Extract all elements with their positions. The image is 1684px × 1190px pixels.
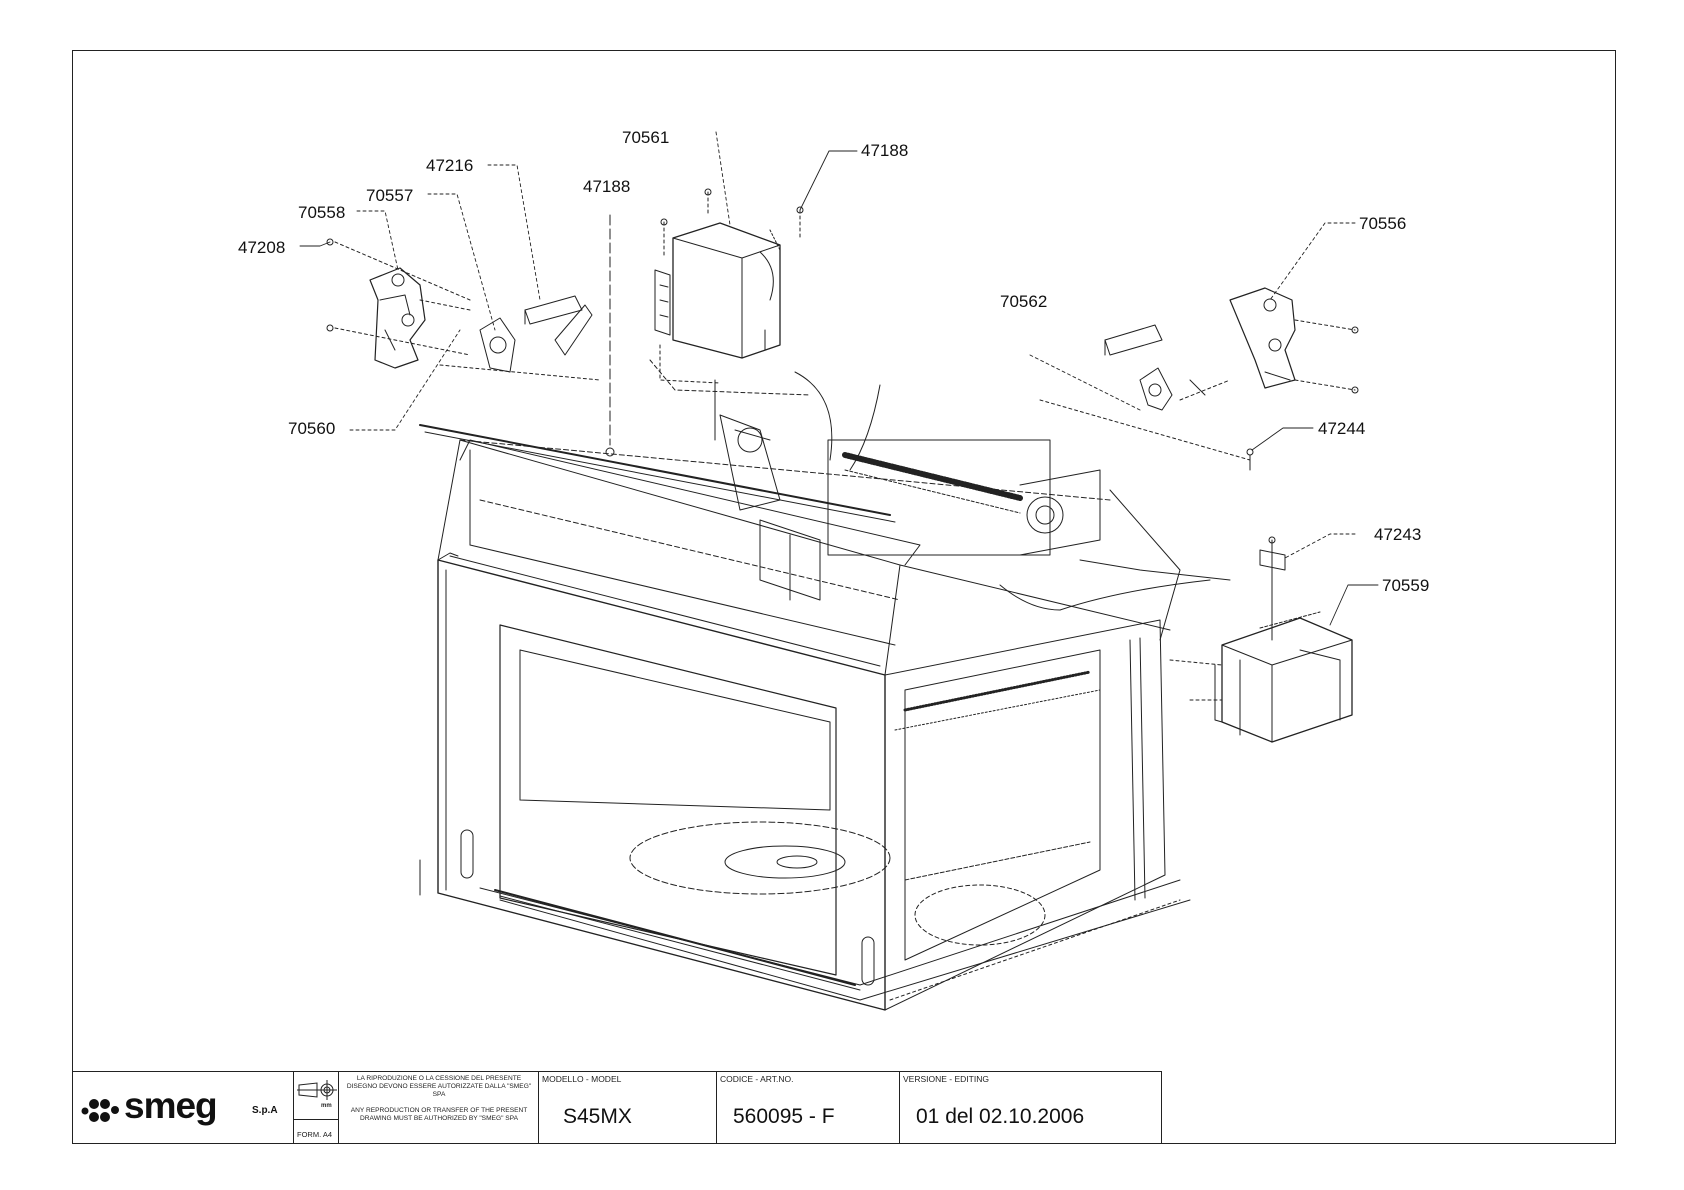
brand-suffix: S.p.A <box>252 1105 278 1116</box>
part-label-47188-right: 47188 <box>861 141 909 160</box>
title-block: smeg S.p.A mm FORM. A4 LA RIPRODUZIONE O… <box>72 1071 1162 1144</box>
logo-cell: smeg S.p.A <box>72 1071 294 1144</box>
part-label-47216: 47216 <box>426 156 474 175</box>
title-block-border <box>72 1071 1162 1144</box>
part-label-47244: 47244 <box>1318 419 1366 438</box>
part-label-47208: 47208 <box>238 238 286 257</box>
disclaimer-cell: LA RIPRODUZIONE O LA CESSIONE DEL PRESEN… <box>339 1071 539 1144</box>
model-header: MODELLO - MODEL <box>542 1074 622 1084</box>
disclaimer-italian: LA RIPRODUZIONE O LA CESSIONE DEL PRESEN… <box>346 1075 532 1099</box>
code-header: CODICE - ART.NO. <box>720 1074 794 1084</box>
part-label-47243: 47243 <box>1374 525 1422 544</box>
transformer-70559 <box>1169 611 1353 743</box>
part-label-70558: 70558 <box>298 203 346 222</box>
version-value: 01 del 02.10.2006 <box>916 1105 1085 1128</box>
part-label-70556: 70556 <box>1359 214 1407 233</box>
part-label-70560: 70560 <box>288 419 336 438</box>
transformer-70561 <box>649 188 811 441</box>
disclaimer-english: ANY REPRODUCTION OR TRANSFER OF THE PRES… <box>350 1107 528 1123</box>
screw-47244 <box>1039 399 1254 471</box>
model-cell: MODELLO - MODEL S45MX <box>539 1071 717 1144</box>
version-header: VERSIONE - EDITING <box>903 1074 989 1084</box>
format-label: FORM. A4 <box>297 1130 333 1139</box>
part-label-70557: 70557 <box>366 186 414 205</box>
smeg-logo-wordmark: smeg <box>124 1085 218 1126</box>
bracket-47243 <box>1259 536 1286 641</box>
code-cell: CODICE - ART.NO. 560095 - F <box>717 1071 900 1144</box>
left-interlock-group <box>326 238 601 381</box>
model-value: S45MX <box>563 1105 632 1128</box>
smeg-logo-dots <box>81 1099 119 1122</box>
part-label-70562: 70562 <box>1000 292 1048 311</box>
unit-label: mm <box>321 1103 332 1109</box>
screw-47188-left <box>605 447 615 457</box>
part-label-47188-left: 47188 <box>583 177 631 196</box>
top-assembly <box>419 371 1231 646</box>
oven-cavity <box>419 439 1191 1011</box>
code-value: 560095 - F <box>733 1105 835 1128</box>
part-label-70561: 70561 <box>622 128 670 147</box>
projection-cell: mm FORM. A4 <box>294 1071 339 1144</box>
drawing-sheet-border <box>72 50 1616 1144</box>
projection-symbol-icon <box>297 1080 337 1100</box>
right-interlock-group <box>1104 287 1359 411</box>
version-cell: VERSIONE - EDITING 01 del 02.10.2006 <box>900 1071 1162 1144</box>
part-label-70559: 70559 <box>1382 576 1430 595</box>
leader-lines <box>299 131 1379 626</box>
